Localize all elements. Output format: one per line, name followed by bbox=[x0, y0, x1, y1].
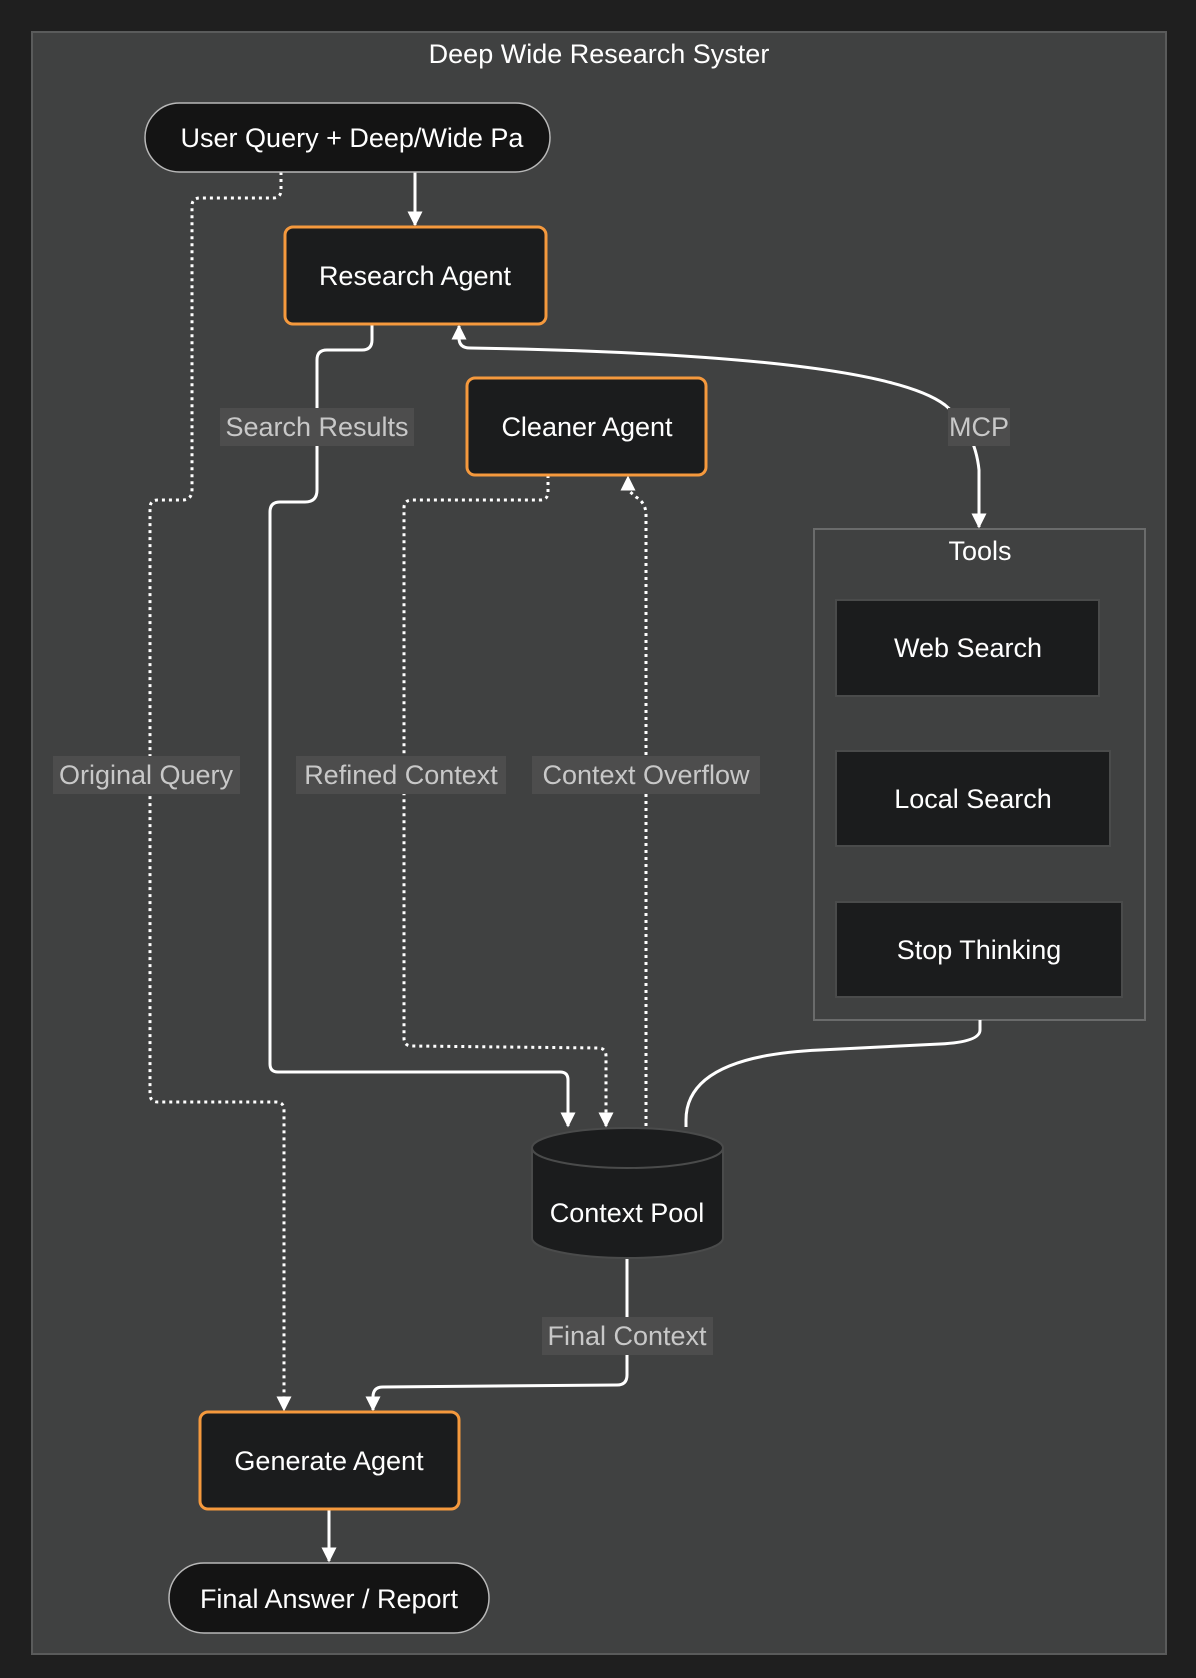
edge-label-original-query: Original Query bbox=[53, 756, 240, 794]
edge-label-mcp: MCP bbox=[948, 408, 1010, 446]
node-context-pool[interactable]: Context Pool bbox=[531, 1127, 724, 1259]
edge-final-context bbox=[365, 1257, 629, 1412]
node-cleaner-agent[interactable]: Cleaner Agent bbox=[465, 376, 708, 477]
node-final-answer[interactable]: Final Answer / Report bbox=[168, 1562, 490, 1634]
edge-label-search-results: Search Results bbox=[220, 408, 414, 446]
tool-stop-thinking[interactable]: Stop Thinking bbox=[835, 901, 1123, 998]
svg-text:Final Context: Final Context bbox=[547, 1321, 707, 1351]
svg-text:Context Pool: Context Pool bbox=[550, 1198, 705, 1228]
svg-text:Refined Context: Refined Context bbox=[304, 760, 498, 790]
svg-text:Generate Agent: Generate Agent bbox=[234, 1446, 424, 1476]
node-user-query[interactable]: User Query + Deep/Wide Pa bbox=[144, 102, 551, 173]
tool-local-search[interactable]: Local Search bbox=[835, 750, 1111, 847]
node-research-agent[interactable]: Research Agent bbox=[283, 225, 548, 326]
svg-text:Original Query: Original Query bbox=[59, 760, 234, 790]
svg-text:Local Search: Local Search bbox=[894, 784, 1052, 814]
edge-original-query bbox=[148, 172, 292, 1412]
svg-text:Stop Thinking: Stop Thinking bbox=[897, 935, 1062, 965]
tools-cluster-title: Tools bbox=[948, 536, 1011, 566]
edge-context-overflow bbox=[620, 475, 648, 1126]
svg-text:Context Overflow: Context Overflow bbox=[542, 760, 750, 790]
edge-search-results bbox=[268, 324, 576, 1128]
svg-text:Web Search: Web Search bbox=[894, 633, 1042, 663]
tool-web-search[interactable]: Web Search bbox=[835, 599, 1100, 697]
node-generate-agent[interactable]: Generate Agent bbox=[198, 1410, 461, 1511]
edge-label-refined-context: Refined Context bbox=[296, 756, 506, 794]
diagram-title: Deep Wide Research Syster bbox=[429, 39, 770, 69]
edge-tools-to-pool bbox=[684, 1020, 982, 1127]
svg-text:Search Results: Search Results bbox=[225, 412, 408, 442]
edge-label-context-overflow: Context Overflow bbox=[532, 756, 760, 794]
svg-text:User Query + Deep/Wide Pa: User Query + Deep/Wide Pa bbox=[181, 123, 525, 153]
svg-text:Research Agent: Research Agent bbox=[319, 261, 512, 291]
svg-text:Final Answer / Report: Final Answer / Report bbox=[200, 1584, 459, 1614]
edge-label-final-context: Final Context bbox=[542, 1317, 713, 1355]
svg-text:Cleaner Agent: Cleaner Agent bbox=[501, 412, 673, 442]
svg-text:MCP: MCP bbox=[949, 412, 1009, 442]
